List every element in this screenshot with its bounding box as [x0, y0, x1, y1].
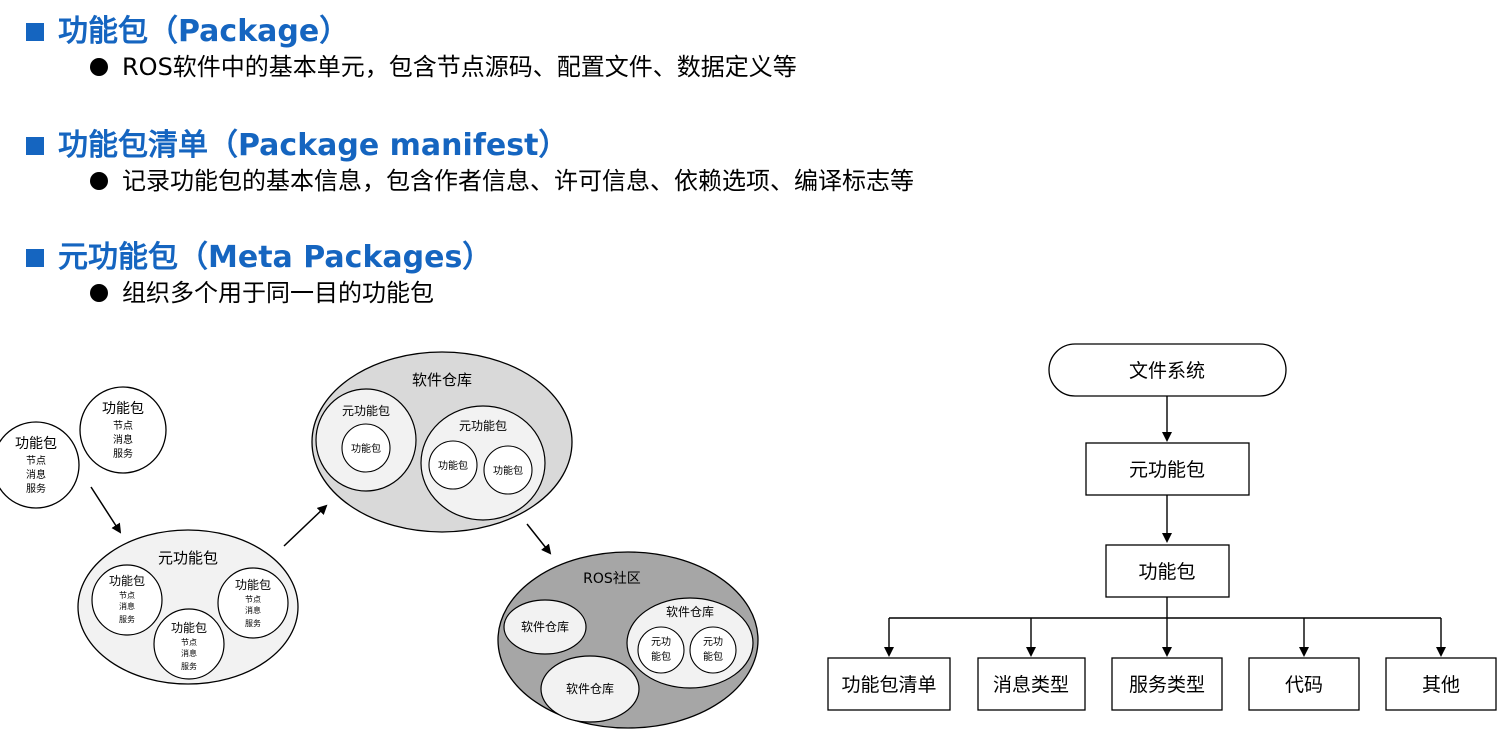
- package-line-msg: 消息: [245, 605, 261, 615]
- inner-package-c: 功能包 节点 消息 服务: [153, 608, 225, 680]
- package-label: 功能包: [15, 436, 57, 452]
- round-bullet-icon: [90, 172, 108, 190]
- package-circle-1: 功能包 节点 消息 服务: [79, 386, 167, 474]
- package-label: 功能包: [171, 621, 207, 635]
- repository-label: 软件仓库: [521, 619, 569, 634]
- round-bullet-icon: [90, 284, 108, 302]
- flow-package-box: [1105, 544, 1230, 598]
- section-title: 功能包（Package）: [58, 14, 350, 49]
- round-bullet-icon: [90, 58, 108, 76]
- flow-child-label: 功能包清单: [841, 674, 936, 696]
- section-desc: 组织多个用于同一目的功能包: [122, 279, 434, 307]
- community-repo-b: [540, 655, 640, 723]
- repo-package-circle: [428, 440, 478, 490]
- meta-short-1: 元功: [703, 636, 723, 648]
- flow-child-label: 服务类型: [1129, 674, 1205, 696]
- package-line-node: 节点: [181, 638, 197, 647]
- square-bullet-icon: [26, 23, 44, 41]
- meta-short-1: 元功: [651, 636, 671, 648]
- package-label: 功能包: [102, 401, 144, 417]
- package-line-srv: 服务: [119, 614, 135, 624]
- flow-child-box: [1385, 657, 1497, 711]
- meta-package-label: 元功能包: [459, 419, 507, 433]
- meta-short-2: 能包: [651, 650, 671, 663]
- package-line-node: 节点: [26, 455, 46, 467]
- package-line-srv: 服务: [26, 482, 46, 495]
- meta-short-2: 能包: [703, 650, 723, 663]
- flow-child-box: [977, 657, 1086, 711]
- section-meta-packages: 元功能包（Meta Packages） 组织多个用于同一目的功能包: [26, 240, 492, 308]
- repo-package-circle: [341, 423, 391, 473]
- package-label: 功能包: [235, 578, 271, 592]
- arrow-to-community: [526, 523, 552, 555]
- section-title: 功能包清单（Package manifest）: [58, 128, 569, 163]
- square-bullet-icon: [26, 249, 44, 267]
- square-bullet-icon: [26, 137, 44, 155]
- flow-root-label: 文件系统: [1129, 360, 1205, 382]
- package-label: 功能包: [109, 574, 145, 588]
- package-line-node: 节点: [113, 420, 133, 432]
- package-line-msg: 消息: [113, 433, 133, 446]
- repository-label: 软件仓库: [666, 604, 714, 619]
- package-line-srv: 服务: [113, 447, 133, 460]
- package-line-msg: 消息: [119, 601, 135, 611]
- section-title: 元功能包（Meta Packages）: [58, 240, 493, 275]
- flow-package-label: 功能包: [1138, 561, 1195, 583]
- inner-package-a: 功能包 节点 消息 服务: [91, 564, 163, 636]
- repository-group: 软件仓库 元功能包 功能包 元功能包 功能包 功能包: [311, 351, 573, 533]
- flowchart: 文件系统 元功能包 功能包 功能包清单 消息类型 服务类型 代码 其他: [827, 343, 1497, 711]
- package-circle-2: 功能包 节点 消息 服务: [0, 421, 80, 509]
- inner-package-b: 功能包 节点 消息 服务: [217, 567, 289, 639]
- flow-child-label: 代码: [1285, 674, 1323, 696]
- package-line-msg: 消息: [26, 468, 46, 481]
- package-label: 功能包: [351, 442, 381, 455]
- flow-child-label: 消息类型: [993, 674, 1069, 696]
- package-line-srv: 服务: [245, 618, 261, 628]
- repository-label: 软件仓库: [412, 371, 472, 389]
- community-label: ROS社区: [583, 571, 641, 587]
- package-line-srv: 服务: [181, 661, 197, 671]
- community-repo-a: [503, 599, 587, 655]
- flow-child-label: 其他: [1422, 674, 1460, 696]
- package-label: 功能包: [493, 464, 523, 477]
- community-group: ROS社区 软件仓库 软件仓库 软件仓库 元功 能包 元功 能包: [497, 551, 759, 729]
- community-meta-circle: [637, 626, 685, 674]
- package-line-msg: 消息: [181, 648, 197, 658]
- package-line-node: 节点: [245, 595, 261, 604]
- flow-child-box: [1111, 657, 1223, 711]
- repo-package-circle: [483, 445, 533, 495]
- section-desc: ROS软件中的基本单元，包含节点源码、配置文件、数据定义等: [122, 53, 797, 81]
- flow-child-box: [1248, 657, 1360, 711]
- section-desc: 记录功能包的基本信息，包含作者信息、许可信息、依赖选项、编译标志等: [122, 167, 914, 195]
- section-package: 功能包（Package） ROS软件中的基本单元，包含节点源码、配置文件、数据定…: [26, 14, 797, 82]
- package-line-node: 节点: [119, 591, 135, 600]
- meta-package-label: 元功能包: [342, 404, 390, 418]
- flow-meta-label: 元功能包: [1129, 459, 1205, 481]
- meta-package-label: 元功能包: [158, 549, 218, 567]
- community-meta-circle: [689, 626, 737, 674]
- meta-package-group: 元功能包 功能包 节点 消息 服务 功能包 节点 消息 服务 功能包 节点 消息…: [77, 529, 299, 685]
- repository-label: 软件仓库: [566, 681, 614, 696]
- flow-child-box: [827, 657, 951, 711]
- flow-meta-box: [1085, 442, 1250, 496]
- section-manifest: 功能包清单（Package manifest） 记录功能包的基本信息，包含作者信…: [26, 128, 914, 196]
- arrow-to-repo: [283, 504, 328, 547]
- package-label: 功能包: [438, 459, 468, 472]
- arrow-to-meta: [90, 486, 122, 534]
